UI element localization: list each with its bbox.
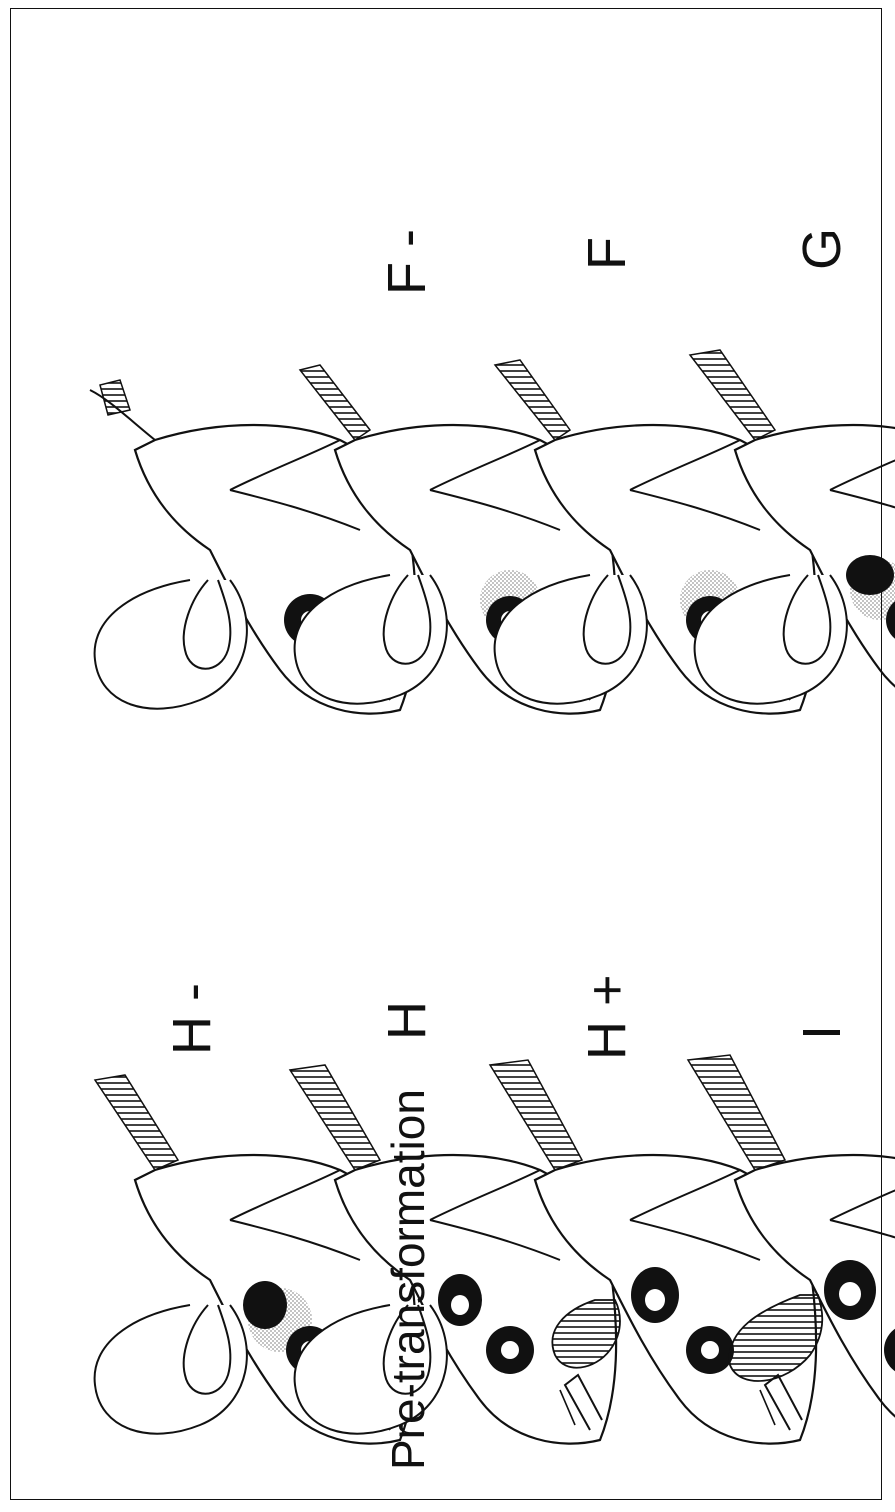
figure-frame xyxy=(10,8,882,1500)
